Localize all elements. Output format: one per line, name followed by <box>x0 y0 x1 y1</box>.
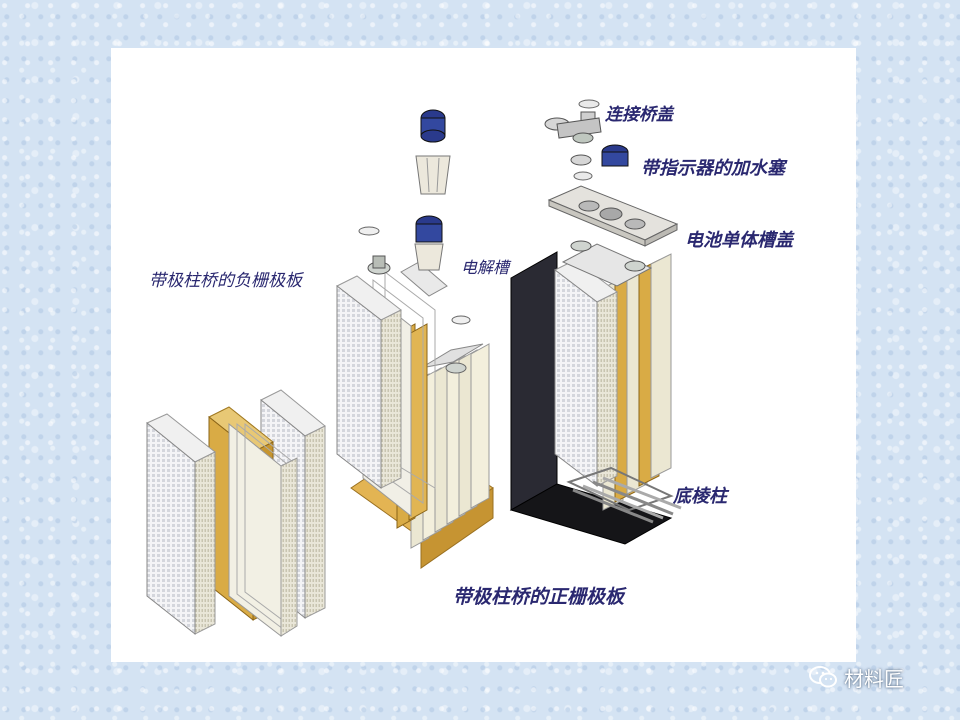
bridge-cover-parts <box>544 99 602 144</box>
middle-washer <box>358 226 380 236</box>
middle-plug-bottom <box>414 215 444 271</box>
loose-plate-separator-stack <box>228 422 298 638</box>
tank-left-wall <box>510 251 558 511</box>
indicator-plug-parts <box>570 144 629 181</box>
middle-positive-bridge <box>420 343 484 369</box>
middle-gasket <box>451 315 471 325</box>
loose-plate-front-white <box>146 413 216 636</box>
right-terminal-2 <box>624 260 646 272</box>
watermark: 材料匠 <box>808 662 904 692</box>
middle-negative-bridge <box>400 261 448 297</box>
wechat-icon <box>809 666 837 688</box>
right-terminal-1 <box>570 240 592 252</box>
middle-positive-plates <box>410 343 490 549</box>
label-bottom-ridge: 底棱柱 <box>673 486 727 507</box>
right-cell-assembly <box>509 240 682 545</box>
middle-negative-front-plate <box>336 275 402 490</box>
label-connecting-bridge-cover: 连接桥盖 <box>605 105 673 125</box>
label-cell-lid: 电池单体槽盖 <box>685 230 793 251</box>
right-front-plate <box>554 259 618 488</box>
middle-plug-top-base <box>415 155 451 195</box>
middle-plate-assembly <box>336 255 494 569</box>
label-indicator-plug: 带指示器的加水塞 <box>641 158 785 179</box>
label-electrolytic-tank: 电解槽 <box>461 258 510 277</box>
battery-exploded-diagram <box>146 99 682 638</box>
label-positive-plate: 带极柱桥的正栅极板 <box>453 586 625 608</box>
middle-positive-terminal <box>445 362 467 374</box>
label-negative-plate: 带极柱桥的负栅极板 <box>149 271 302 291</box>
bottom-ridge-rails <box>566 466 682 524</box>
middle-plug-top <box>415 109 451 195</box>
watermark-text: 材料匠 <box>844 666 904 691</box>
cell-lid <box>547 185 679 247</box>
loose-plates-group <box>146 389 326 638</box>
diagram-panel: 连接桥盖 带指示器的加水塞 电池单体槽盖 电解槽 带极柱桥的负栅极板 底棱柱 带… <box>111 48 856 662</box>
